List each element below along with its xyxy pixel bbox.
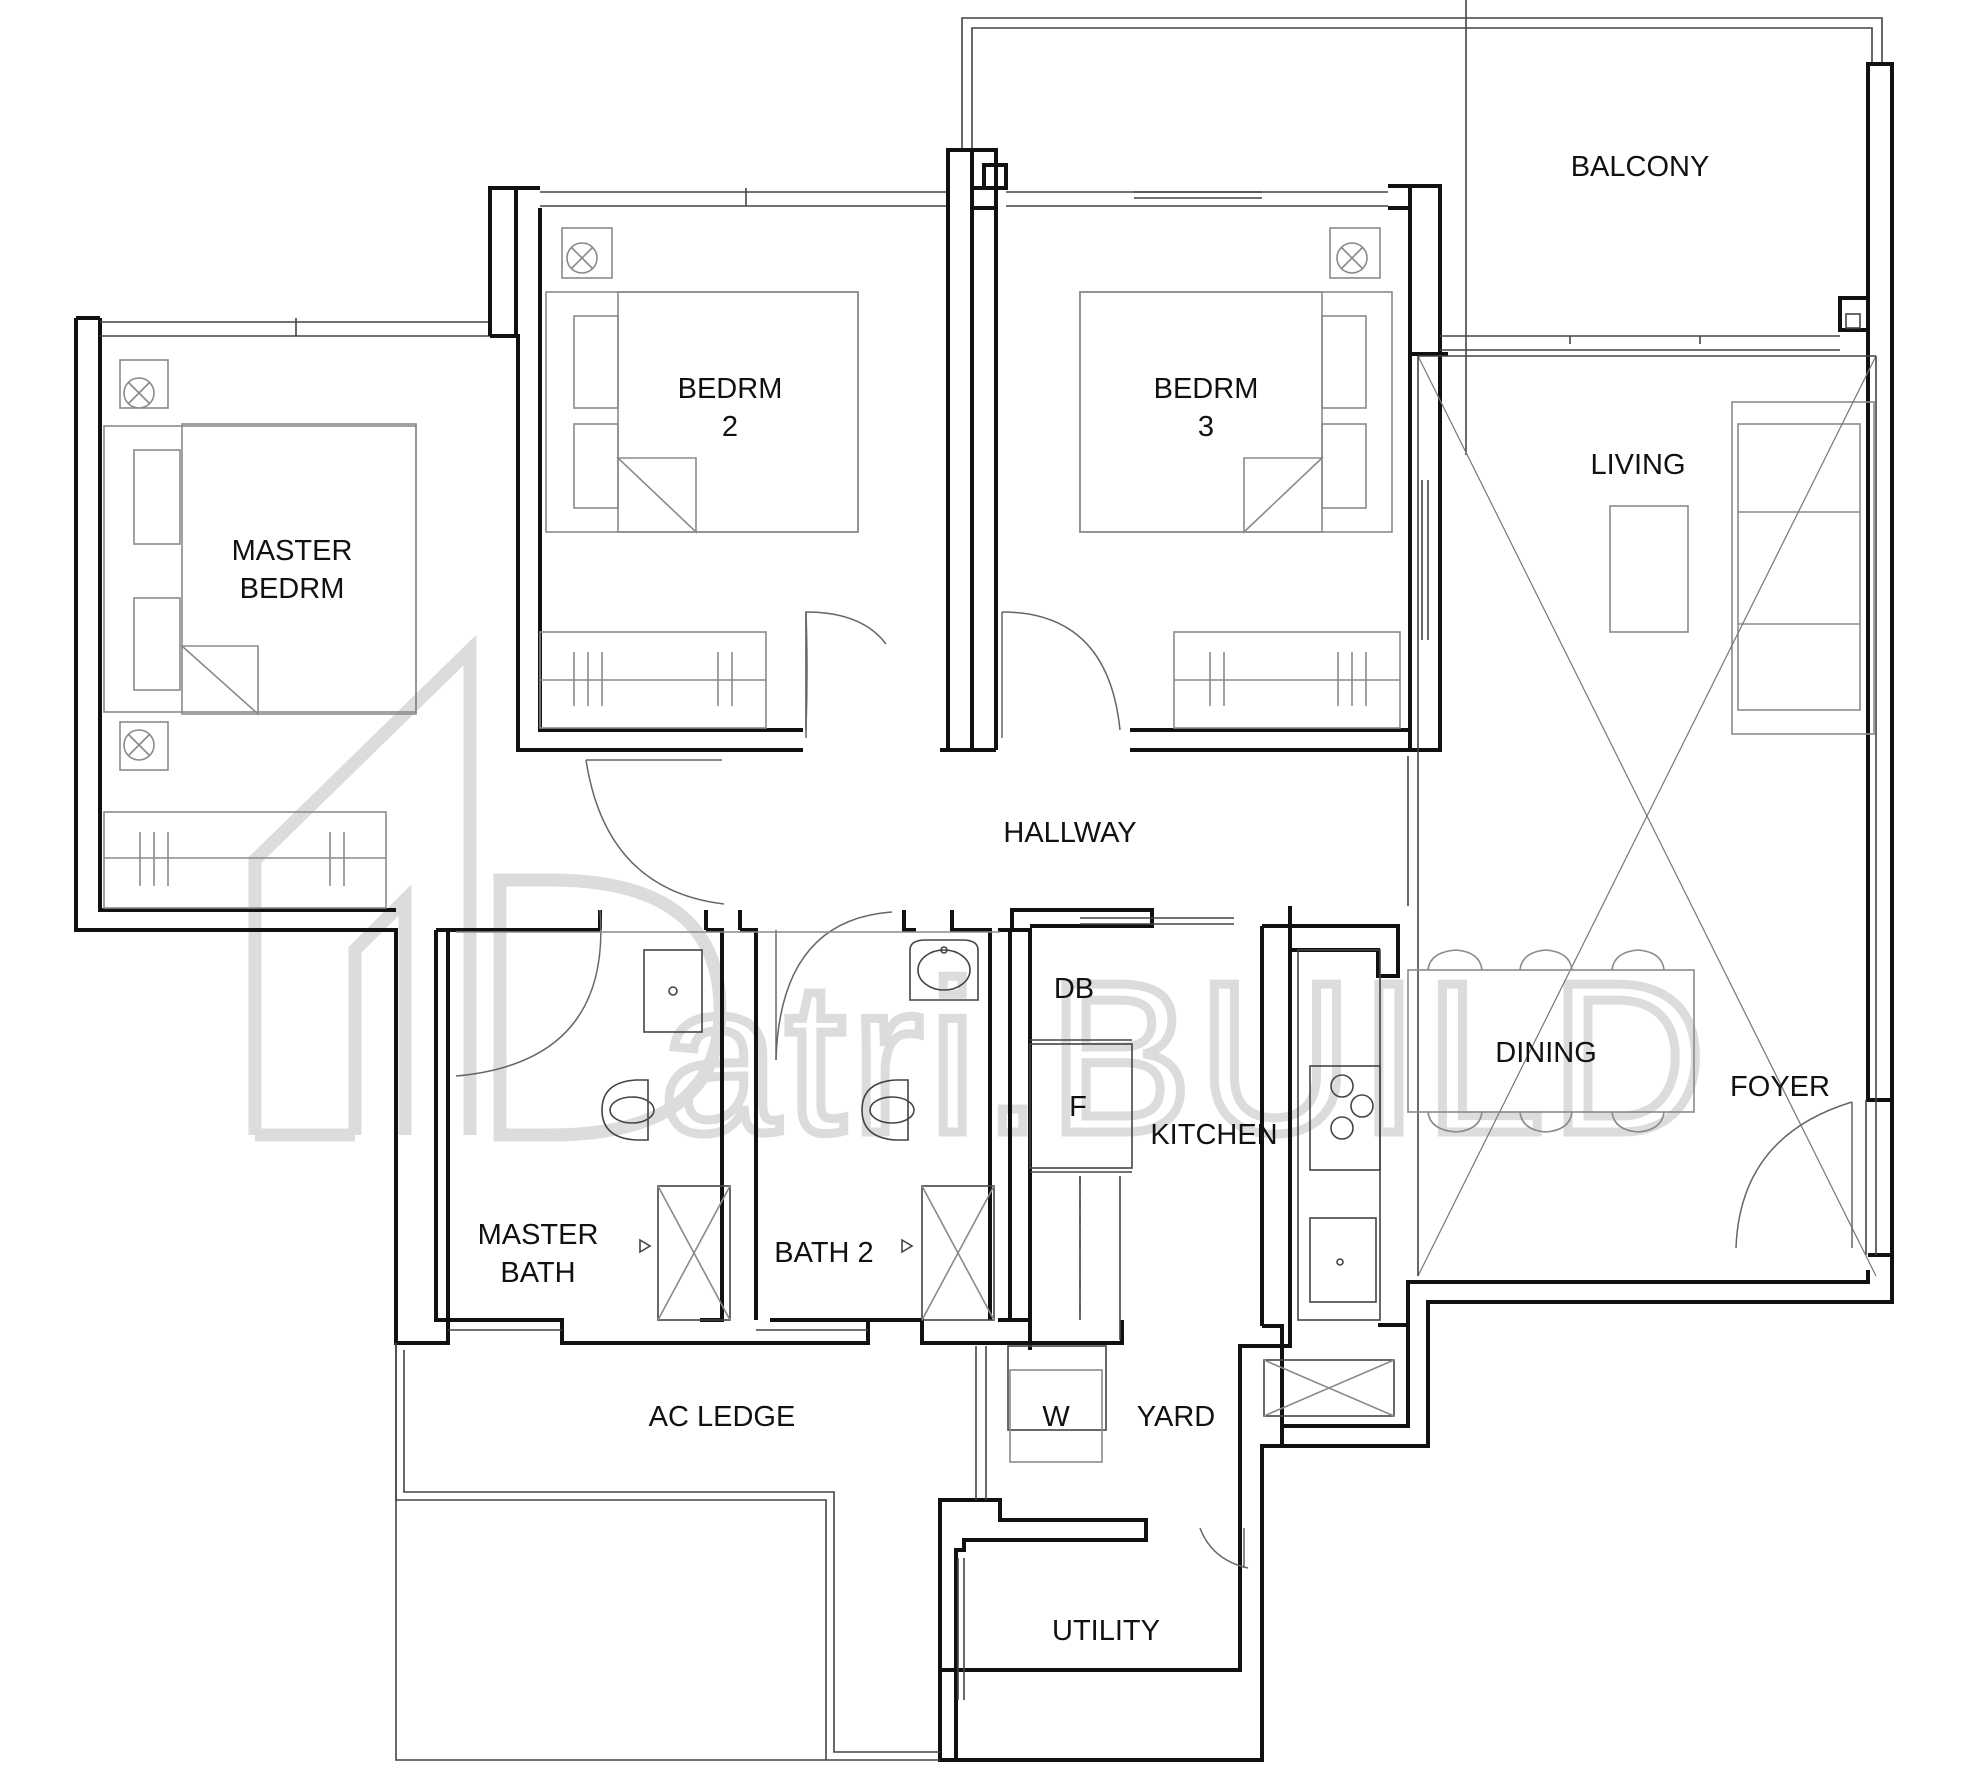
- label-bath2: BATH 2: [774, 1237, 873, 1269]
- label-bedroom2-line2: 2: [722, 411, 738, 443]
- ac-ledge-area: [395, 1329, 987, 1761]
- kitchen-furniture: [1007, 949, 1395, 1463]
- label-washer: W: [1042, 1401, 1070, 1433]
- watermark-d-shape: [493, 873, 727, 1142]
- label-kitchen: KITCHEN: [1150, 1119, 1277, 1151]
- label-master-bedroom-line2: BEDRM: [240, 573, 345, 605]
- label-master-bath-line2: BATH: [500, 1257, 575, 1289]
- label-hallway: HALLWAY: [1003, 817, 1136, 849]
- label-living: LIVING: [1590, 449, 1685, 481]
- bathroom-fixtures: [601, 939, 995, 1321]
- doors: [455, 611, 1853, 1569]
- bedroom2-furniture: [539, 227, 859, 729]
- bathroom-block-walls: [396, 908, 1154, 1345]
- label-bedroom3-line1: BEDRM: [1154, 373, 1259, 405]
- label-bedroom2-line1: BEDRM: [678, 373, 783, 405]
- label-utility: UTILITY: [1052, 1615, 1160, 1647]
- watermark-house-icon: [248, 634, 477, 1142]
- bedroom3-furniture: [1079, 227, 1401, 729]
- label-ac-ledge: AC LEDGE: [649, 1401, 796, 1433]
- room-labels: BALCONY BEDRM 2 BEDRM 3 MASTER BEDRM LIV…: [232, 151, 1830, 1647]
- hallway-markings: [456, 756, 1409, 933]
- label-yard: YARD: [1137, 1401, 1215, 1433]
- watermark-text: atri.BUILD: [660, 937, 1712, 1178]
- label-bedroom3-line2: 3: [1198, 411, 1214, 443]
- bedroom2-walls: [488, 186, 946, 752]
- label-foyer: FOYER: [1730, 1071, 1830, 1103]
- label-fridge: F: [1069, 1091, 1087, 1123]
- watermark: atri.BUILD: [248, 634, 1712, 1183]
- label-master-bath-line1: MASTER: [478, 1219, 599, 1251]
- yard-utility-walls: [938, 1498, 1264, 1762]
- bedroom-divider-wall: [940, 148, 1388, 752]
- living-furniture: [1417, 355, 1877, 1277]
- bedroom3-walls: [1130, 184, 1840, 752]
- living-walls: [1282, 352, 1894, 1448]
- master-bedroom-furniture: [103, 359, 417, 909]
- balcony-area: [961, 0, 1894, 1102]
- label-balcony: BALCONY: [1571, 151, 1710, 183]
- dining-furniture: [1407, 949, 1695, 1133]
- label-master-bedroom-line1: MASTER: [232, 535, 353, 567]
- label-dining: DINING: [1495, 1037, 1597, 1069]
- label-db: DB: [1054, 973, 1094, 1005]
